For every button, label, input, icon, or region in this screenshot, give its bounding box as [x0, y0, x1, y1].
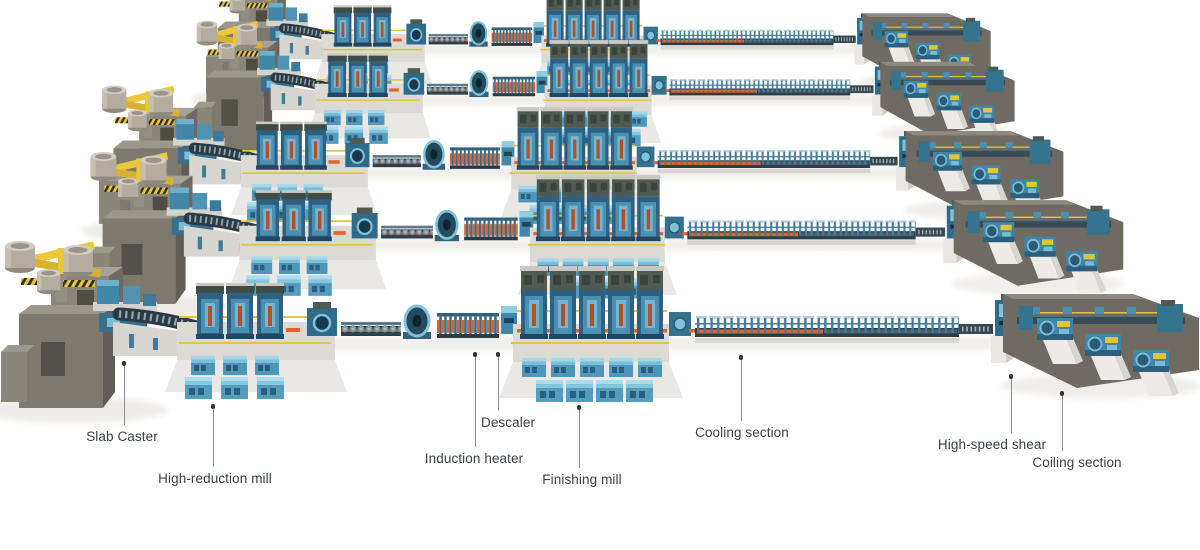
equipment-label: Coiling section [1032, 454, 1122, 470]
callout-dot [576, 405, 582, 410]
equipment-label: Finishing mill [542, 471, 622, 487]
callout-dot [210, 404, 216, 409]
equipment-label: High-speed shear [937, 436, 1047, 452]
equipment-label: Induction heater [424, 450, 524, 466]
callout-dot [495, 352, 501, 357]
callout-dot [1008, 374, 1014, 379]
callout-leader-line [123, 365, 125, 425]
callout-leader-line [1061, 395, 1063, 451]
callout-dot [1059, 391, 1065, 396]
callout-leader-line [474, 356, 476, 447]
equipment-label: Descaler [480, 414, 536, 430]
callout-leader-line [740, 359, 742, 421]
callout-dot [472, 352, 478, 357]
callout-dot [738, 355, 744, 360]
callout-leader-line [497, 356, 499, 411]
equipment-label: Cooling section [695, 424, 789, 440]
equipment-label: Slab Caster [86, 428, 158, 444]
callout-leader-line [212, 408, 214, 467]
equipment-label: High-reduction mill [158, 470, 272, 486]
callout-leader-line [1010, 378, 1012, 433]
callout-dot [121, 361, 127, 366]
callout-leader-line [578, 409, 580, 468]
